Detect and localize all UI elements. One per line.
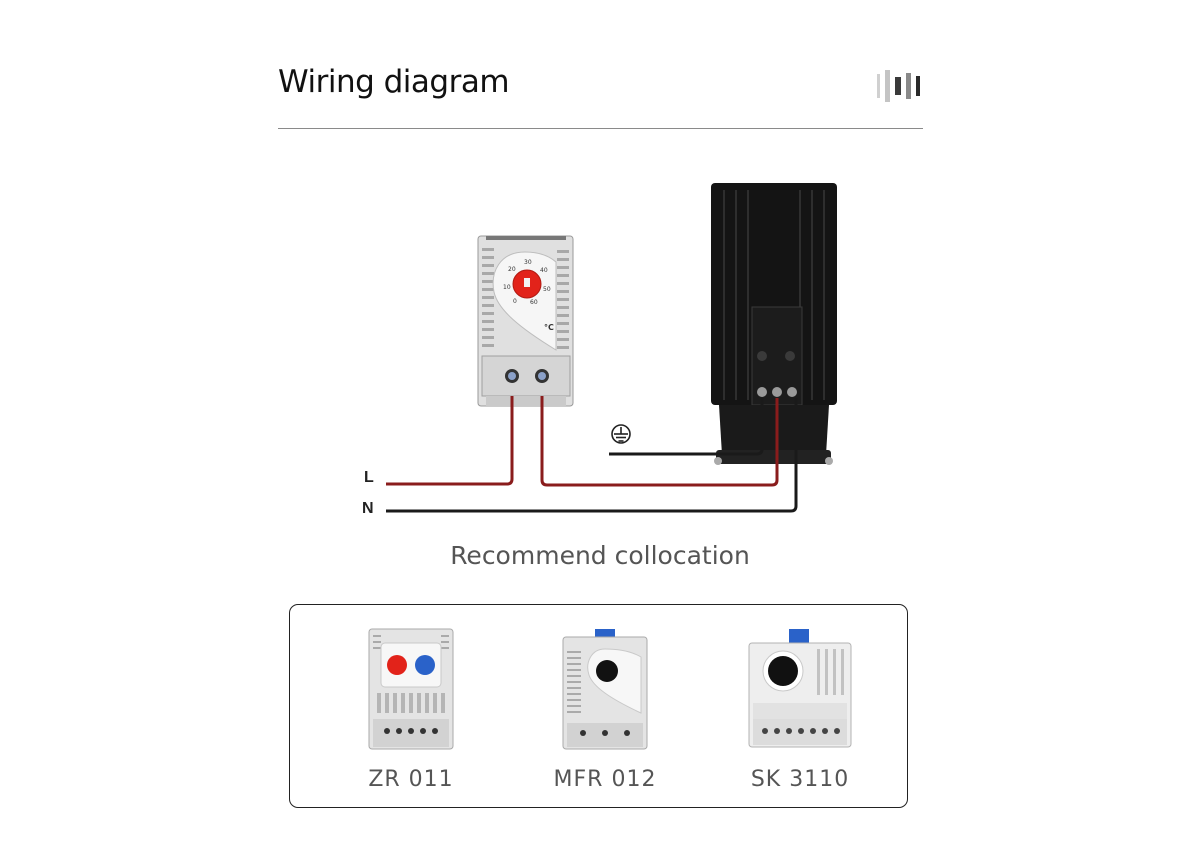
product-card[interactable]: SK 3110: [725, 627, 875, 792]
product-image-zr011: [368, 628, 454, 750]
dial-mark-20: 20: [508, 266, 516, 273]
recommend-title: Recommend collocation: [450, 541, 750, 570]
header-divider: [278, 128, 923, 129]
dial-mark-30: 30: [524, 259, 532, 266]
dial-mark-50: 50: [543, 286, 551, 293]
wires: [386, 396, 798, 513]
product-card[interactable]: MFR 012: [530, 627, 680, 792]
product-card[interactable]: ZR 011: [336, 627, 486, 792]
ground-symbol-icon: [611, 424, 631, 444]
section-header: Wiring diagram: [278, 58, 923, 130]
dial-mark-60: 60: [530, 299, 538, 306]
vertical-bars-icon: [877, 70, 920, 102]
dial-mark-0: 0: [513, 298, 517, 305]
wiring-diagram: 0 10 20 30 40 50 60 °C: [362, 183, 837, 517]
thermostat-device: 0 10 20 30 40 50 60 °C: [477, 235, 574, 407]
dial-mark-10: 10: [503, 284, 511, 291]
label-N: N: [362, 500, 374, 517]
page-title: Wiring diagram: [278, 64, 510, 100]
thermostat-unit: °C: [544, 323, 554, 332]
product-image-mfr012: [562, 629, 648, 750]
recommend-panel: ZR 011 MFR 012: [289, 604, 908, 808]
label-L: L: [364, 469, 374, 486]
product-name: MFR 012: [553, 767, 657, 792]
dial-mark-40: 40: [540, 267, 548, 274]
product-name: SK 3110: [750, 767, 850, 792]
product-name: ZR 011: [368, 767, 454, 792]
product-image-sk3110: [748, 629, 852, 748]
heater-device: [711, 183, 837, 465]
